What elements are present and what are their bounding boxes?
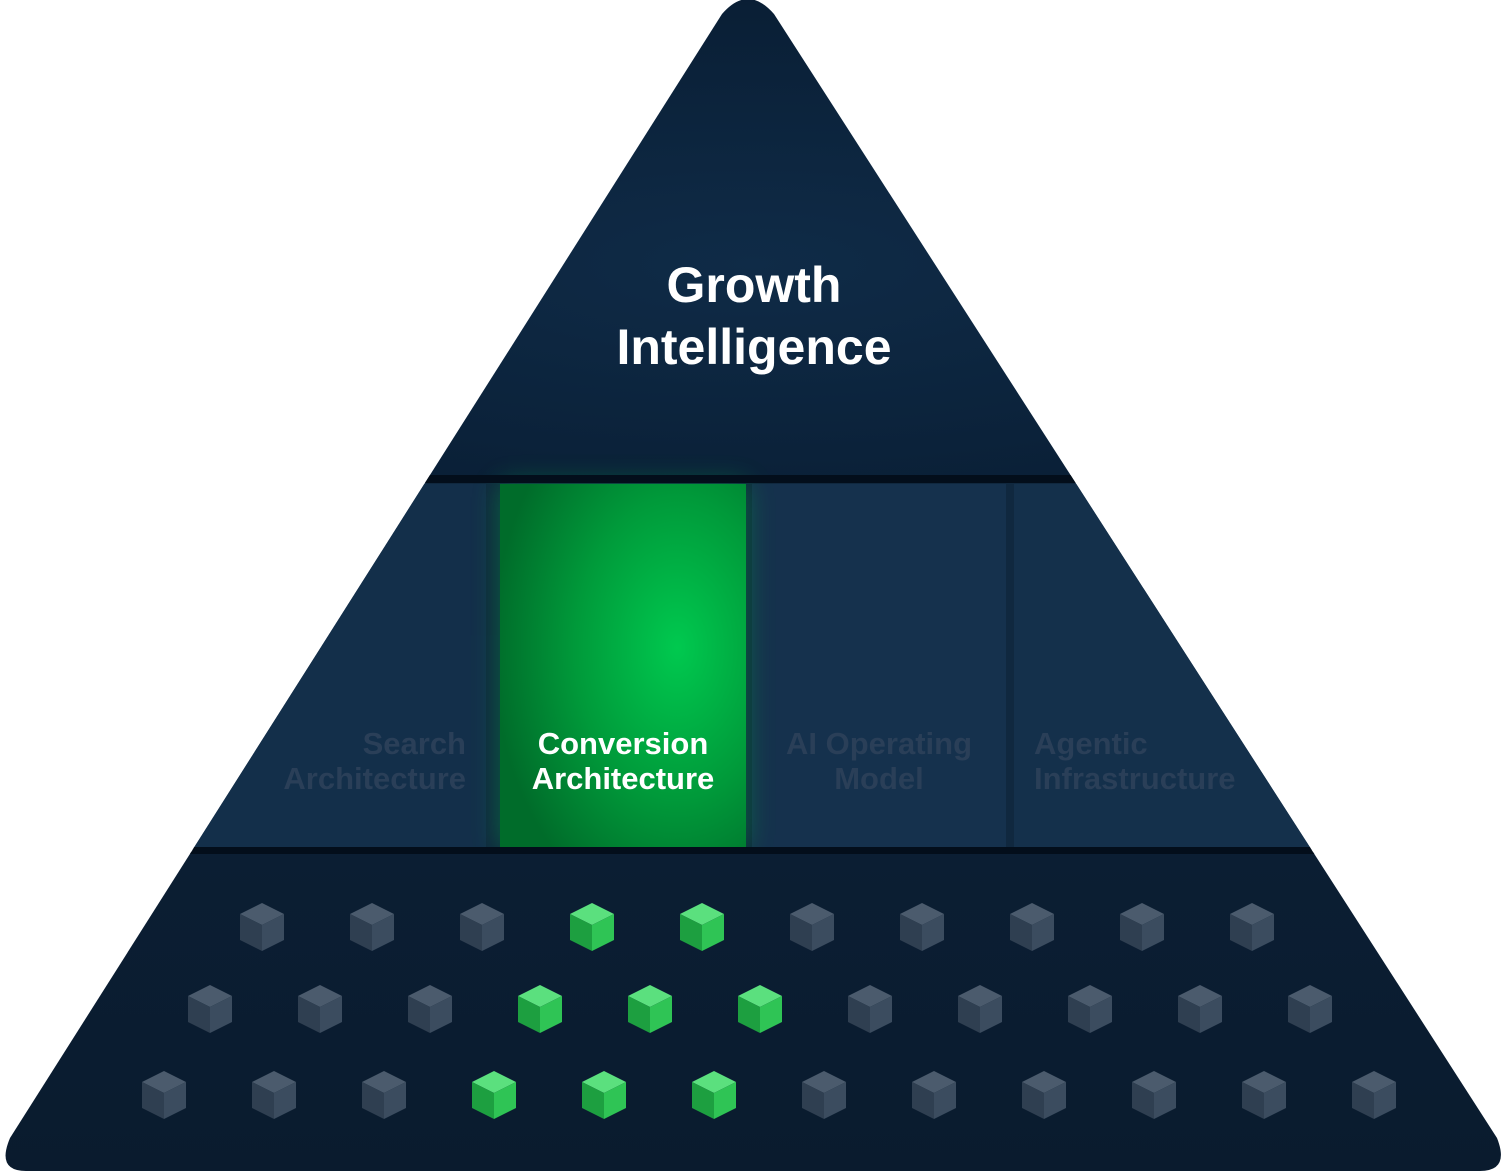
title-line-1: Growth	[666, 257, 842, 313]
tier-title-growth-intelligence: Growth Intelligence	[454, 254, 1054, 378]
cube	[848, 985, 892, 1033]
cube	[958, 985, 1002, 1033]
cube	[1288, 985, 1332, 1033]
cube	[298, 985, 342, 1033]
cube	[350, 903, 394, 951]
cube-highlighted	[582, 1071, 626, 1119]
cube	[1068, 985, 1112, 1033]
column-label-line-1: Search	[362, 726, 466, 761]
tier-top	[5, 0, 1501, 480]
column-label-line-2: Architecture	[531, 761, 715, 796]
column-label-line-1: Agentic	[1034, 726, 1148, 761]
cube-highlighted	[680, 903, 724, 951]
cube	[188, 985, 232, 1033]
cube	[142, 1071, 186, 1119]
column-label-search-architecture: Search Architecture	[230, 726, 466, 796]
cube	[790, 903, 834, 951]
cube	[802, 1071, 846, 1119]
column-label-line-1: Conversion	[537, 726, 709, 761]
panel-conversion	[500, 484, 746, 848]
cube	[1242, 1071, 1286, 1119]
cube-highlighted	[472, 1071, 516, 1119]
tier-divider-bottom	[5, 847, 1501, 854]
column-label-line-2: Architecture	[283, 761, 466, 796]
cube	[1178, 985, 1222, 1033]
cube-highlighted	[738, 985, 782, 1033]
cube	[1352, 1071, 1396, 1119]
cube	[252, 1071, 296, 1119]
cube	[912, 1071, 956, 1119]
cube	[362, 1071, 406, 1119]
column-label-line-2: Infrastructure	[1034, 761, 1236, 796]
title-line-2: Intelligence	[616, 319, 892, 375]
cube	[460, 903, 504, 951]
cube-grid	[142, 903, 1396, 1119]
cube	[1132, 1071, 1176, 1119]
cube	[1230, 903, 1274, 951]
column-label-line-1: AI Operating	[785, 726, 972, 761]
cube	[900, 903, 944, 951]
cube-highlighted	[518, 985, 562, 1033]
cube-highlighted	[628, 985, 672, 1033]
column-label-line-2: Model	[834, 761, 924, 796]
column-label-agentic-infrastructure: Agentic Infrastructure	[1034, 726, 1294, 796]
cube-highlighted	[570, 903, 614, 951]
panel-ai	[752, 484, 1006, 848]
cube	[1010, 903, 1054, 951]
cube	[1120, 903, 1164, 951]
cube	[1022, 1071, 1066, 1119]
column-label-conversion-architecture: Conversion Architecture	[500, 726, 746, 796]
cube	[240, 903, 284, 951]
column-label-ai-operating-model: AI Operating Model	[752, 726, 1006, 796]
cube-highlighted	[692, 1071, 736, 1119]
tier-divider-top	[5, 475, 1501, 483]
cube	[408, 985, 452, 1033]
